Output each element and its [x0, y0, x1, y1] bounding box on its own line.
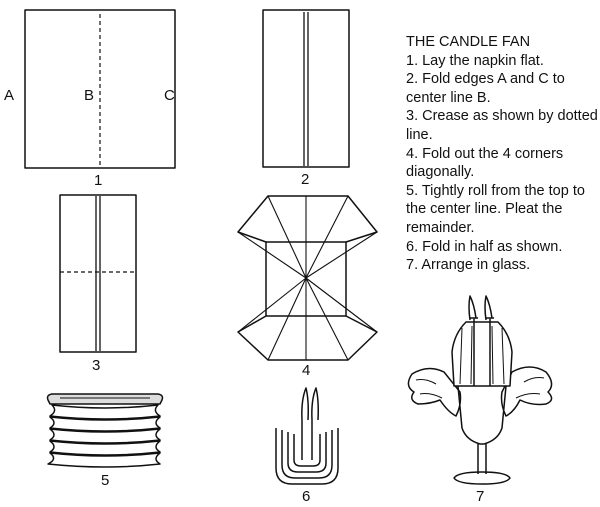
figure-7-in-glass: [407, 295, 553, 485]
step-5: 5. Tightly roll from the top to the cent…: [406, 182, 585, 236]
figure-number-7: 7: [476, 488, 484, 505]
figure-number-2: 2: [301, 171, 309, 188]
step-2: 2. Fold edges A and C to center line B.: [406, 71, 565, 106]
step-6: 6. Fold in half as shown.: [406, 238, 563, 255]
step-4: 4. Fold out the 4 corners diagonally.: [406, 145, 564, 181]
figure-number-4: 4: [302, 362, 310, 379]
figure-4-corners-out: [237, 195, 378, 361]
edge-label-a: A: [4, 87, 14, 104]
figure-number-5: 5: [101, 472, 109, 489]
figure-3-crease: [59, 194, 137, 353]
edge-label-b: B: [84, 87, 94, 104]
step-3: 3. Crease as shown by dotted line.: [406, 108, 598, 143]
instructions-panel: THE CANDLE FAN 1. Lay the napkin flat. 2…: [406, 33, 598, 275]
figure-2-folded-edges: [262, 9, 350, 168]
instructions-title: THE CANDLE FAN: [406, 34, 531, 50]
figure-6-folded-half: [275, 387, 339, 485]
edge-label-c: C: [164, 87, 175, 104]
figure-number-1: 1: [94, 172, 102, 189]
step-1: 1. Lay the napkin flat.: [406, 52, 544, 69]
figure-number-3: 3: [92, 357, 100, 374]
step-7: 7. Arrange in glass.: [406, 257, 531, 274]
figure-5-rolled-pleated: [46, 393, 164, 468]
figure-number-6: 6: [302, 488, 310, 505]
figure-1-flat-napkin: [24, 9, 176, 169]
